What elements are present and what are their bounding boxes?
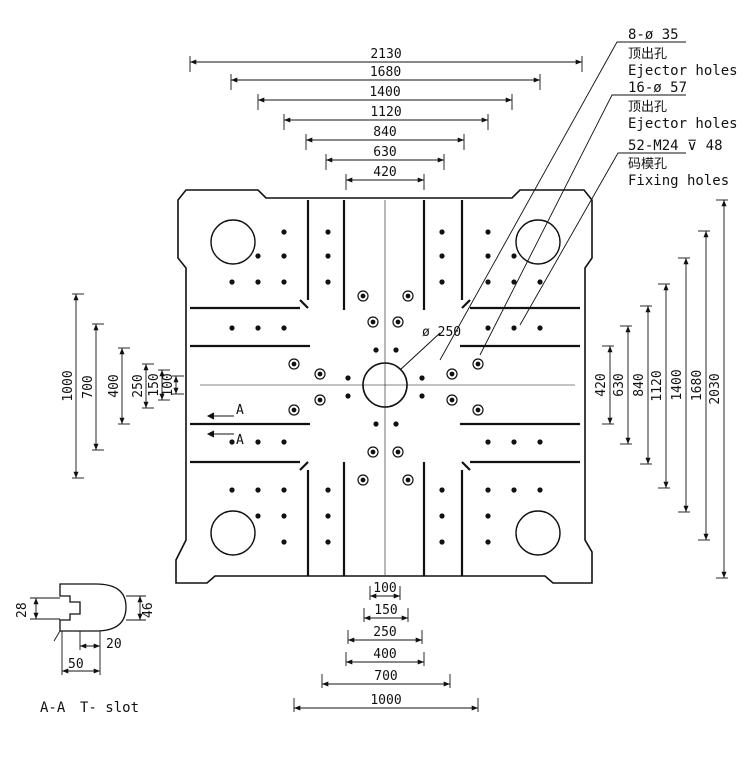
section-mark-a: A (236, 403, 244, 418)
callout-en: Ejector holes (628, 63, 738, 79)
callout-spec: 8-ø 35 (628, 27, 679, 43)
tie-bar-hole (210, 219, 256, 265)
platen-outline (175, 189, 593, 584)
tslot-dim-28: 28 (15, 602, 30, 618)
tie-bar-hole (515, 510, 561, 556)
dim-right-630: 630 (612, 373, 627, 396)
dim-top-1400: 1400 (369, 85, 400, 100)
callout-en: Ejector holes (628, 116, 738, 132)
dim-top-2130: 2130 (370, 47, 401, 62)
callout-cn: 码模孔 (628, 157, 667, 172)
dim-left-150: 150 (147, 373, 162, 396)
dim-left-100: 100 (161, 373, 176, 396)
tie-bar-hole (210, 510, 256, 556)
dim-bottom-700: 700 (374, 669, 397, 684)
dim-bottom-100: 100 (373, 581, 396, 596)
dim-bottom-250: 250 (373, 625, 396, 640)
tslot-dim-20: 20 (106, 637, 122, 652)
tslot-caption-b: T- slot (80, 700, 139, 716)
tslot-dim-50: 50 (68, 657, 84, 672)
dim-right-1120: 1120 (650, 370, 665, 401)
callout-spec: 52-M24 ⊽ 48 (628, 138, 723, 154)
tslot-section (30, 583, 146, 675)
dim-right-1680: 1680 (690, 370, 705, 401)
dim-bottom-1000: 1000 (370, 693, 401, 708)
ejector-holes (288, 290, 484, 486)
dim-top-840: 840 (373, 125, 396, 140)
callout-cn: 顶出孔 (628, 100, 667, 115)
dim-top-1120: 1120 (370, 105, 401, 120)
dim-right-840: 840 (632, 373, 647, 396)
dim-left-250: 250 (131, 374, 146, 397)
callout-en: Fixing holes (628, 173, 729, 189)
t-slots (190, 200, 580, 576)
dim-right-1400: 1400 (670, 369, 685, 400)
tie-bar-hole (515, 219, 561, 265)
dim-left-1000: 1000 (61, 370, 76, 401)
dim-top-630: 630 (373, 145, 396, 160)
dim-top-1680: 1680 (370, 65, 401, 80)
callout-cn: 顶出孔 (628, 47, 667, 62)
fixing-holes (229, 229, 543, 545)
callout-spec: 16-ø 57 (628, 80, 687, 96)
section-mark-a: A (236, 433, 244, 448)
center-hole-label: ø 250 (422, 325, 461, 340)
tslot-caption-a: A-A (40, 700, 66, 716)
dim-left-700: 700 (81, 375, 96, 398)
dim-left-400: 400 (107, 374, 122, 397)
dim-top-420: 420 (373, 165, 396, 180)
dim-bottom-150: 150 (374, 603, 397, 618)
dim-right-420: 420 (594, 373, 609, 396)
dim-right-2030: 2030 (708, 373, 723, 404)
dim-bottom-400: 400 (373, 647, 396, 662)
tslot-dim-46: 46 (141, 602, 156, 618)
